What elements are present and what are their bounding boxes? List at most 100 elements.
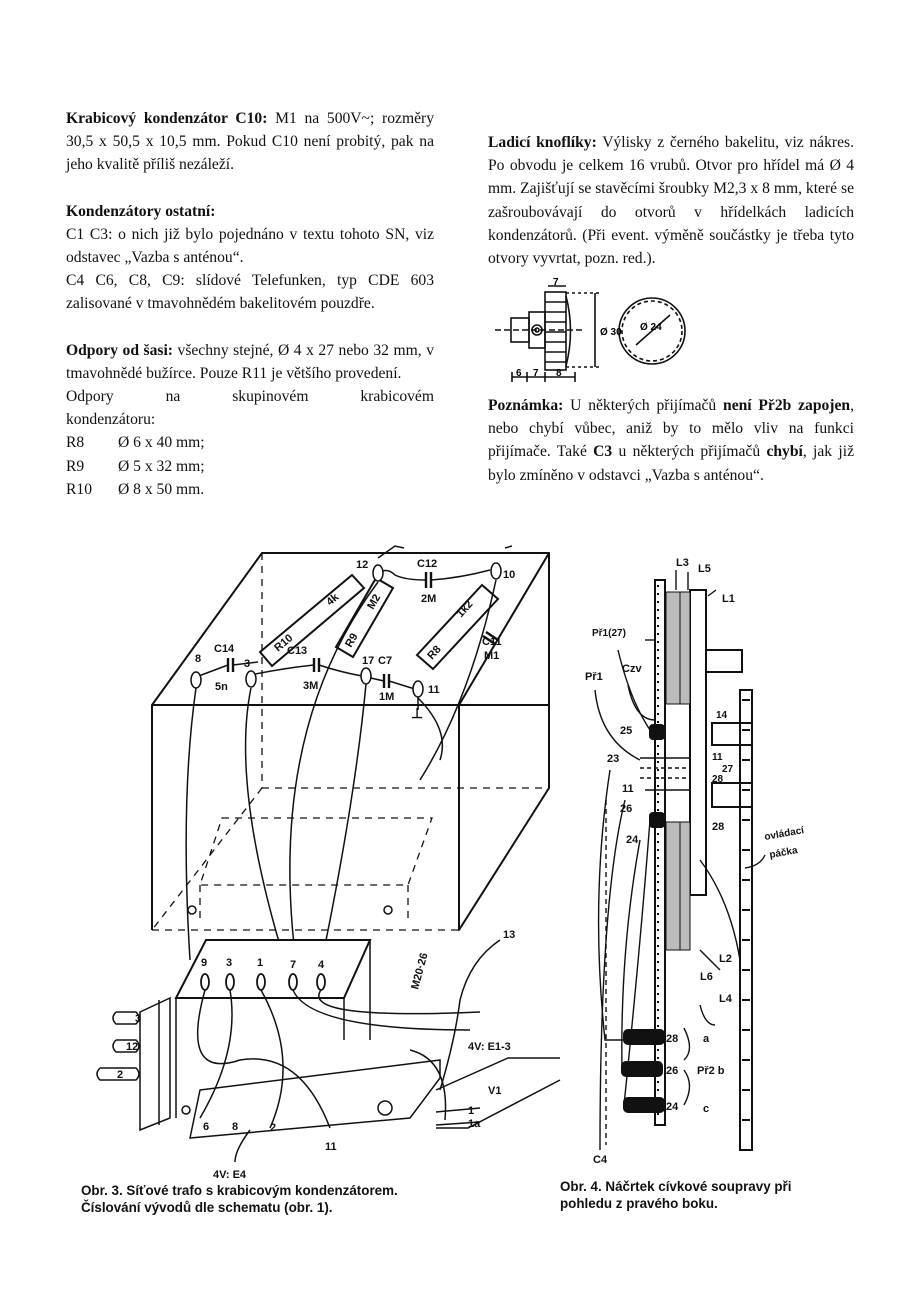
component-label: V1 bbox=[488, 1085, 501, 1097]
capacitor-label: C11 bbox=[482, 636, 502, 648]
group-capacitor-last: kondenzátoru: bbox=[66, 411, 156, 429]
coil-label: L6 bbox=[700, 971, 713, 983]
terminal-label: 4 bbox=[318, 959, 325, 971]
terminal-label: 2 bbox=[270, 1122, 276, 1134]
pin-label: 23 bbox=[607, 753, 619, 765]
resistors-text: všechny stejné, Ø 4 x 27 nebo 32 mm, v t… bbox=[66, 341, 434, 382]
knobs-paragraph: Ladicí knoflíky: Výlisky z černého bakel… bbox=[488, 131, 854, 270]
switch-label: Př1 bbox=[585, 671, 603, 683]
terminal-label: 17 bbox=[362, 655, 374, 667]
resistors-heading: Odpory od šasi: bbox=[66, 341, 173, 359]
coil-label: L3 bbox=[676, 557, 689, 569]
resistor-name: R8 bbox=[66, 434, 85, 452]
note-heading: Poznámka: bbox=[488, 397, 564, 414]
capacitor-label: C12 bbox=[417, 558, 437, 570]
capacitor-value: 1M bbox=[379, 691, 394, 703]
switch-label: Př1(27) bbox=[592, 628, 626, 639]
figure-3-caption: Obr. 3. Síťové trafo s krabicovým konden… bbox=[81, 1182, 398, 1216]
note-text: U některých přijímačů bbox=[563, 397, 724, 414]
pin-label: 28 bbox=[712, 774, 724, 785]
terminal-label: 7 bbox=[290, 959, 296, 971]
terminal-label: 12 bbox=[126, 1041, 138, 1053]
trimmer-label: Czv bbox=[622, 663, 642, 675]
pin-label: 11 bbox=[622, 783, 634, 795]
pin-label: 28 bbox=[666, 1033, 678, 1045]
note-bold: není Př2b zapojen bbox=[723, 397, 851, 414]
dim-label: 7 bbox=[533, 368, 539, 379]
pin-label: 11 bbox=[712, 752, 723, 763]
resistor-name: R10 bbox=[66, 480, 92, 498]
pin-label: 26 bbox=[666, 1065, 678, 1077]
capacitor-value: 3M bbox=[303, 680, 318, 692]
terminal-label: 1 bbox=[468, 1105, 474, 1117]
terminal-label: 12 bbox=[356, 559, 368, 571]
terminal-label: 8 bbox=[195, 653, 201, 665]
word: Odpory bbox=[66, 388, 114, 406]
pin-label: 25 bbox=[620, 725, 632, 737]
caption-line: Obr. 3. Síťové trafo s krabicovým konden… bbox=[81, 1183, 398, 1198]
c1-c3-paragraph: C1 C3: o nich již bylo pojednáno v textu… bbox=[66, 225, 434, 267]
capacitor-label: C7 bbox=[378, 655, 392, 667]
c10-paragraph: Krabicový kondenzátor C10: M1 na 500V~; … bbox=[66, 107, 434, 177]
note-bold: chybí bbox=[766, 443, 803, 461]
terminal-label: 3 bbox=[135, 1013, 141, 1025]
terminal-label: 11 bbox=[428, 684, 440, 696]
other-capacitors-heading: Kondenzátory ostatní: bbox=[66, 200, 434, 223]
word: na bbox=[165, 388, 181, 406]
right-column: Ladicí knoflíky: Výlisky z černého bakel… bbox=[488, 131, 854, 270]
c4-c9-paragraph: C4 C6, C8, C9: slídové Telefunken, typ C… bbox=[66, 272, 434, 313]
caption-line: Obr. 4. Náčrtek cívkové soupravy při bbox=[560, 1179, 792, 1194]
pin-label: 28 bbox=[712, 821, 724, 833]
ground-symbol: ⊥ bbox=[411, 705, 423, 721]
contact-label: c bbox=[703, 1103, 709, 1115]
resistor-size: Ø 8 x 50 mm. bbox=[118, 480, 205, 498]
note-text: , nebo chybí vůbec, aniž by to mělo vliv… bbox=[488, 397, 854, 461]
list-item: R9 Ø 5 x 32 mm; bbox=[66, 455, 434, 478]
coil-label: L1 bbox=[722, 593, 735, 605]
terminal-label: 9 bbox=[201, 957, 207, 969]
caption-line: Číslování vývodů dle schematu (obr. 1). bbox=[81, 1200, 333, 1215]
pin-label: 27 bbox=[722, 764, 734, 775]
dim-label: Ø 30 bbox=[600, 327, 622, 338]
list-item: R10 Ø 8 x 50 mm. bbox=[66, 478, 434, 501]
switch-label: Př2 b bbox=[697, 1065, 725, 1077]
knobs-heading: Ladicí knoflíky: bbox=[488, 134, 597, 151]
pin-label: 24 bbox=[626, 834, 639, 846]
terminal-label: 3 bbox=[226, 957, 232, 969]
note-paragraph: Poznámka: U některých přijímačů není Př2… bbox=[488, 394, 854, 487]
terminal-label: 13 bbox=[503, 929, 515, 941]
pin-label: 26 bbox=[620, 803, 632, 815]
capacitor-value: 5n bbox=[215, 681, 228, 693]
note-bold: C3 bbox=[593, 443, 613, 461]
terminal-label: 1a bbox=[468, 1118, 481, 1130]
terminal-label: 11 bbox=[325, 1141, 337, 1153]
contact-label: a bbox=[703, 1033, 710, 1045]
c10-heading: Krabicový kondenzátor C10: bbox=[66, 110, 268, 127]
terminal-label: 2 bbox=[117, 1069, 123, 1081]
coil-label: L2 bbox=[719, 953, 732, 965]
coil-label: L5 bbox=[698, 563, 711, 575]
capacitor-label: C4 bbox=[593, 1154, 608, 1166]
dim-label: Ø 24 bbox=[640, 322, 662, 333]
coil-label: L4 bbox=[719, 993, 733, 1005]
wire-label: 4V: E1-3 bbox=[468, 1041, 511, 1053]
resistor-name: R9 bbox=[66, 457, 85, 475]
terminal-label: 8 bbox=[232, 1121, 238, 1133]
resistor-size: Ø 6 x 40 mm; bbox=[118, 434, 205, 452]
list-item: R8 Ø 6 x 40 mm; bbox=[66, 431, 434, 454]
note-text: , jak již bylo zmíněno v odstavci „Vazba… bbox=[488, 443, 854, 484]
c10-text: M1 na 500V~; rozměry 30,5 x 50,5 x 10,5 … bbox=[66, 110, 434, 174]
lever-label: ovládací bbox=[764, 825, 807, 843]
terminal-label: 6 bbox=[203, 1121, 209, 1133]
capacitor-value: M1 bbox=[484, 650, 499, 662]
capacitor-label: C13 bbox=[287, 645, 307, 657]
resistor-size: Ø 5 x 32 mm; bbox=[118, 457, 205, 475]
dim-label: 7 bbox=[553, 277, 559, 288]
capacitor-label: C14 bbox=[214, 643, 235, 655]
terminal-label: 1 bbox=[257, 957, 263, 969]
lever-label: páčka bbox=[769, 845, 799, 861]
figure-4-caption: Obr. 4. Náčrtek cívkové soupravy při poh… bbox=[560, 1178, 791, 1212]
